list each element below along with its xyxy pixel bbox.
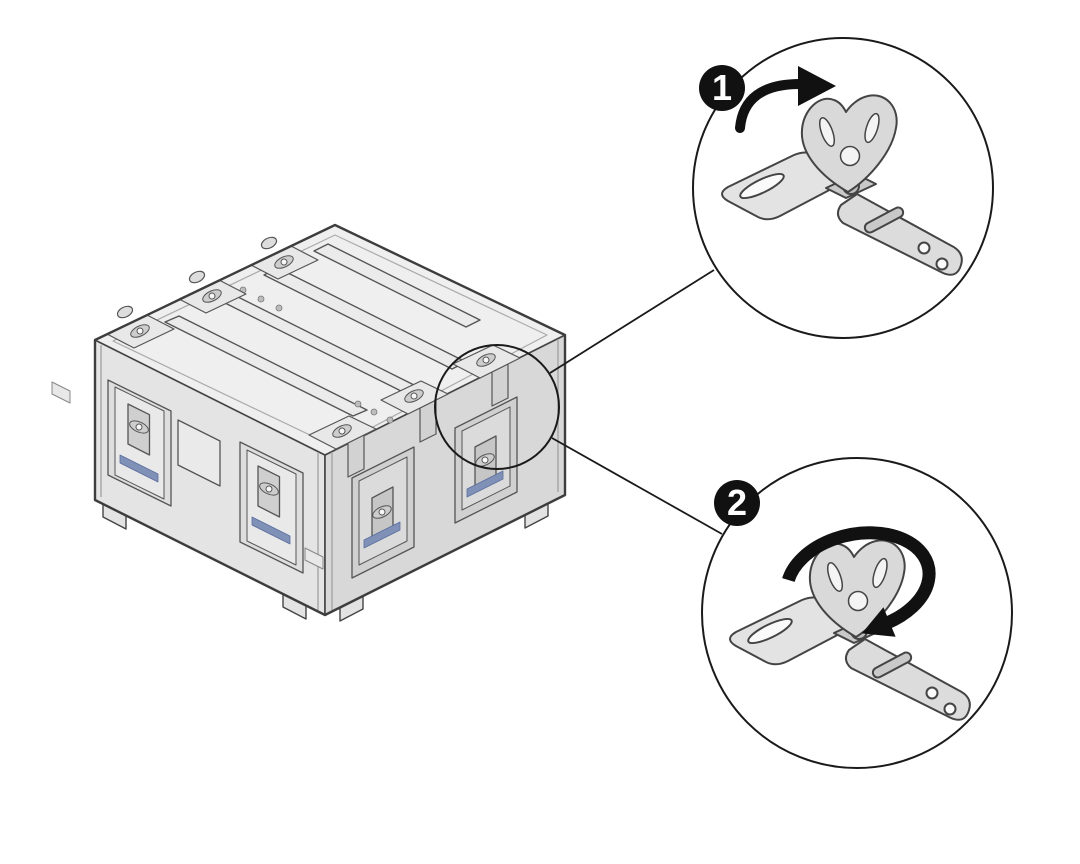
case-feet [102, 502, 549, 622]
callout-1-badge [699, 65, 745, 111]
case-top-edge-latches-left [106, 236, 319, 349]
case-top-edge-latches-right [308, 344, 521, 478]
connector-line-2 [551, 437, 723, 535]
flip-latch-up-arrow-icon [735, 66, 836, 133]
callout-1: 1 [692, 37, 994, 339]
callout-connectors [549, 269, 723, 535]
case-logo-plates [51, 381, 324, 570]
case-right-face-panels [351, 396, 518, 579]
connector-line-1 [549, 269, 715, 374]
rotate-latch-arrow-icon [782, 526, 936, 637]
callout-1-number: 1 [712, 67, 732, 108]
callout-2-badge [714, 480, 760, 526]
zoom-source-circle [434, 344, 560, 470]
case-rivet-dots [239, 286, 394, 424]
case-outline [93, 223, 567, 617]
shipping-case [51, 223, 567, 622]
case-left-face-panels [107, 379, 304, 574]
callout-2: 2 [701, 457, 1013, 769]
callout-2-number: 2 [727, 482, 747, 523]
